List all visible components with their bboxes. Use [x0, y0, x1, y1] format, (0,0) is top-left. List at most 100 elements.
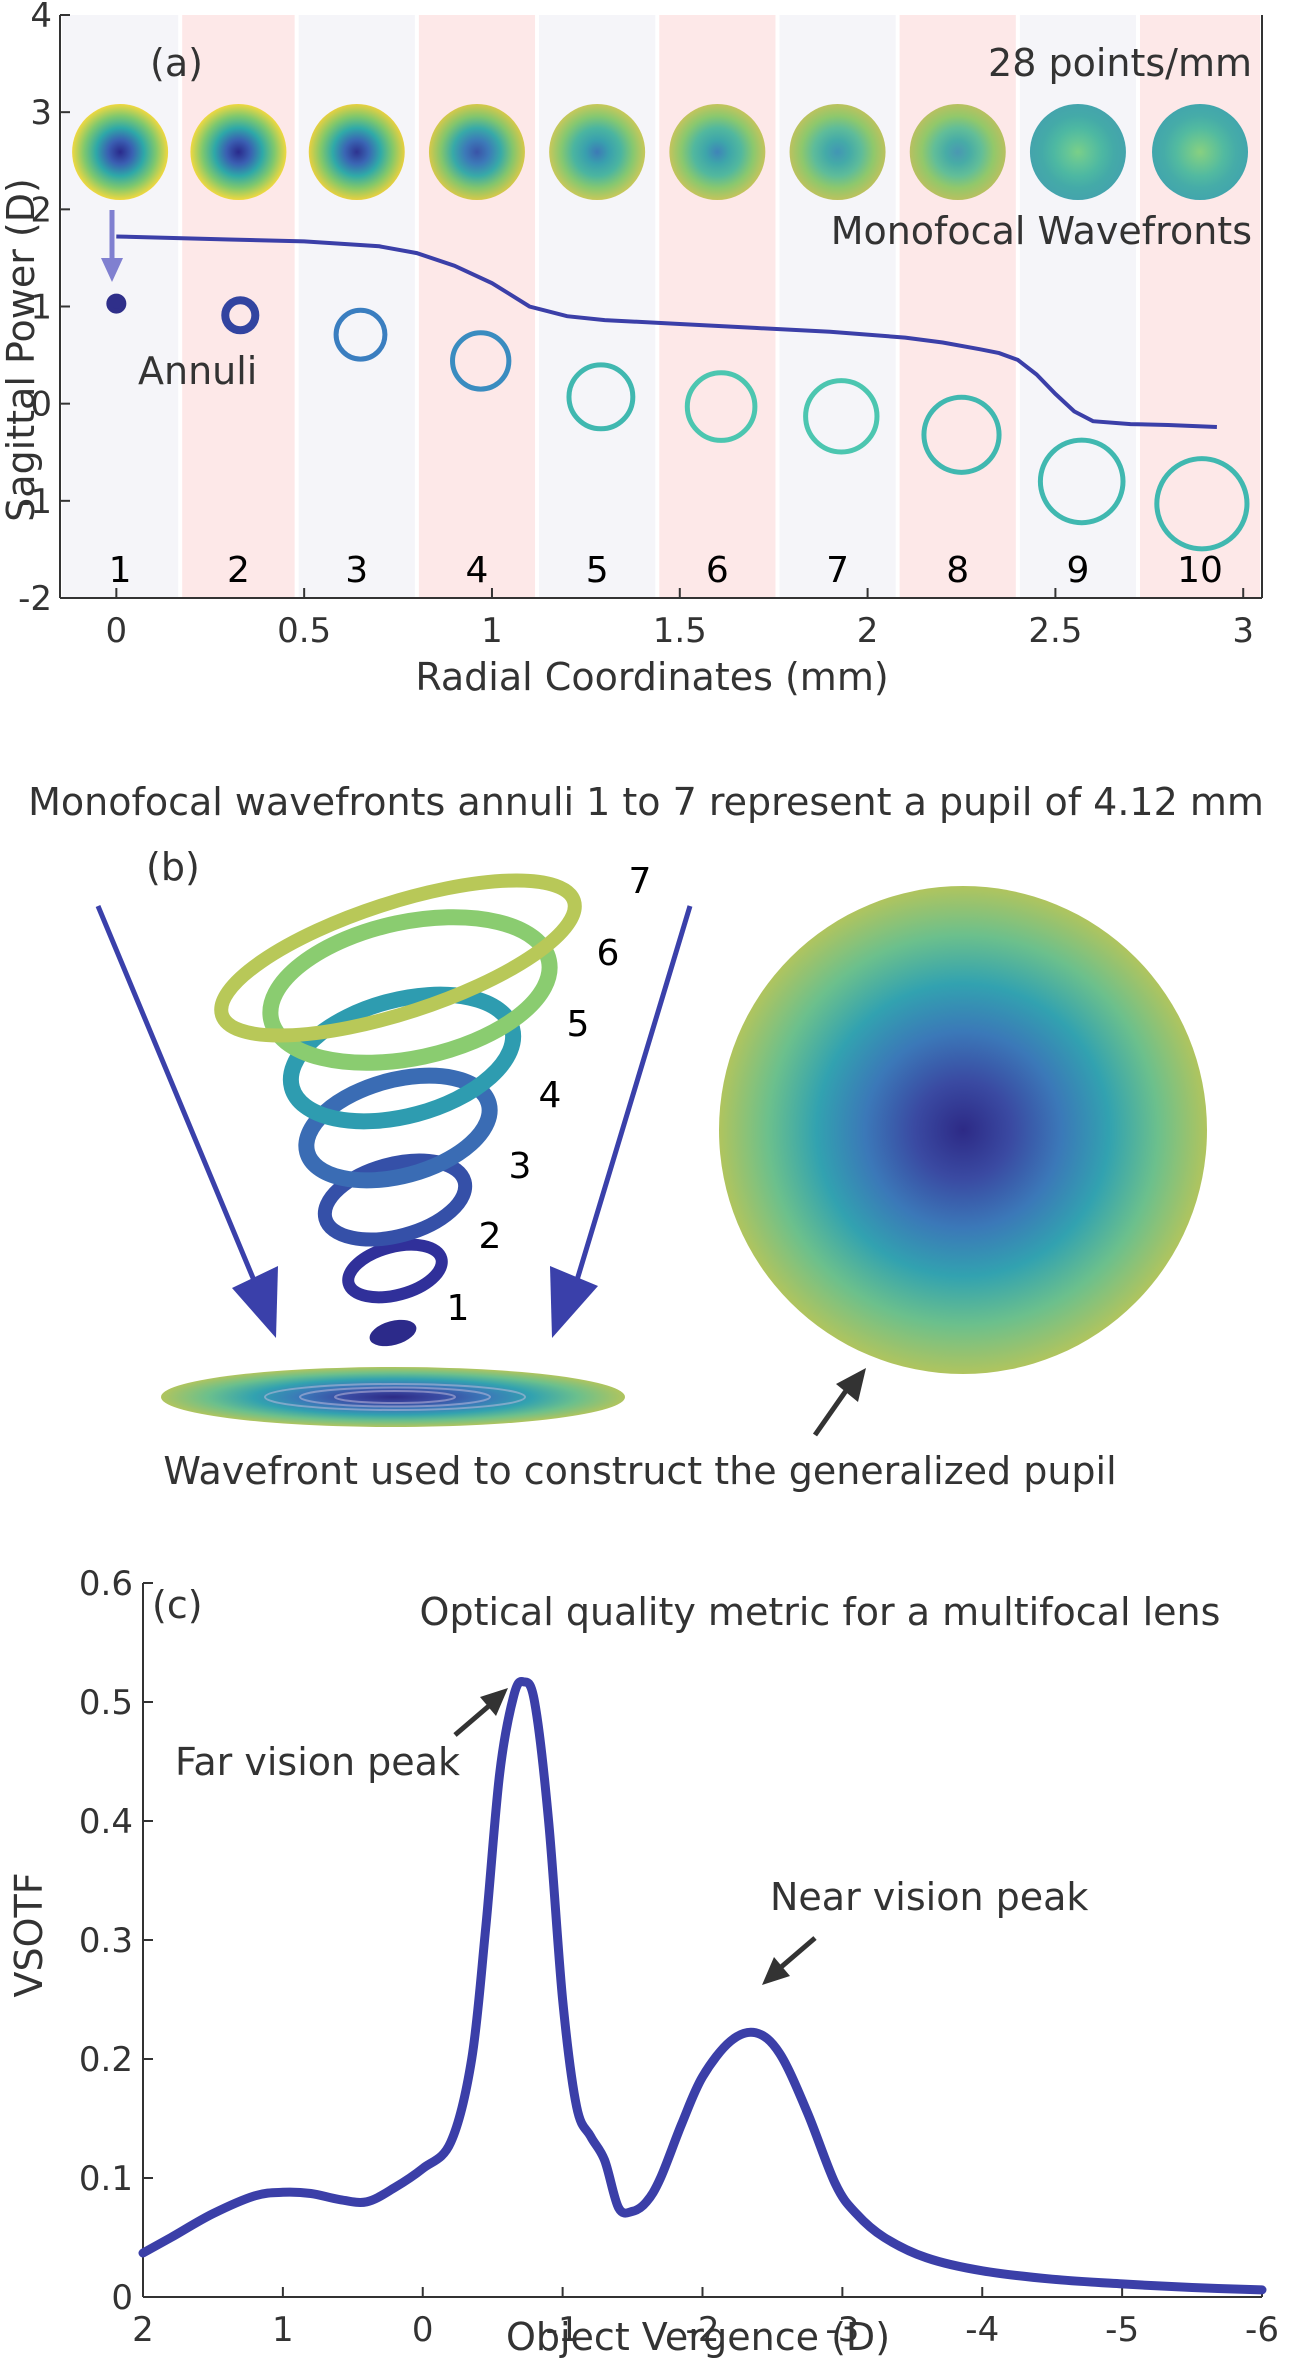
band-4: [418, 15, 536, 598]
panel-b-heading: Monofocal wavefronts annuli 1 to 7 repre…: [28, 780, 1264, 824]
wavefront-disc-5: [549, 104, 646, 200]
band-8: [899, 15, 1016, 598]
annulus-4: [450, 330, 512, 392]
annulus-9: [1037, 437, 1126, 526]
x-tick-label: -5: [1105, 2310, 1139, 2350]
wavefront-disc-8: [909, 104, 1006, 200]
base-wavefront-disc: [161, 1367, 625, 1427]
panel-a-label: (a): [150, 41, 203, 85]
wavefront-rings: [214, 873, 582, 1347]
wavefront-disc-9: [1029, 104, 1126, 200]
wavefronts-label: Monofocal Wavefronts: [831, 209, 1252, 253]
y-tick-label: 0.5: [79, 1683, 133, 1723]
wavefront-disc-7: [789, 104, 886, 200]
base-ellipse: [161, 1367, 625, 1427]
wavefront-disc-10: [1152, 104, 1249, 200]
annulus-2: [221, 296, 260, 335]
wavefront-disc-6: [669, 104, 766, 200]
base-contour: [299, 1386, 491, 1408]
resolution-text: 28 points/mm: [988, 41, 1252, 85]
annulus-5: [566, 362, 636, 432]
ring-number-4: 4: [539, 1075, 562, 1116]
x-tick-label: 2: [132, 2310, 154, 2350]
panel-c-label: (c): [152, 1583, 203, 1627]
base-contour: [264, 1383, 526, 1411]
x-tick-label: 1: [481, 611, 503, 651]
y-tick-label: 0.2: [79, 2040, 133, 2080]
annulus-7: [803, 378, 880, 455]
x-tick-label: -4: [965, 2310, 999, 2350]
band-number-4: 4: [465, 550, 488, 591]
down-arrow-icon: [101, 210, 123, 282]
x-tick-label: 2.5: [1028, 611, 1082, 651]
x-tick-label: -1: [546, 2310, 580, 2350]
band-number-9: 9: [1066, 550, 1089, 591]
right-arrow-shaft: [571, 905, 693, 1291]
panel-b-arrows: [95, 905, 693, 1338]
ring-number-7: 7: [629, 861, 652, 902]
x-tick-label: 0: [106, 611, 128, 651]
ring-number-1: 1: [447, 1288, 470, 1329]
band-number-3: 3: [345, 550, 368, 591]
wavefront-ring-7: [214, 873, 582, 1043]
annulus-1: [106, 293, 127, 314]
y-tick-label: 0: [111, 2278, 133, 2318]
ring-number-2: 2: [479, 1216, 502, 1257]
y-tick-label: 4: [30, 0, 52, 36]
annulus-10: [1154, 456, 1250, 552]
ring-number-5: 5: [567, 1004, 590, 1045]
panel-a-annuli: [106, 293, 1250, 552]
wavefront-ring-1: [369, 1319, 417, 1347]
band-2: [182, 15, 295, 598]
y-tick-label: 0.3: [79, 1921, 133, 1961]
y-tick-label: 2: [30, 190, 52, 230]
band-number-8: 8: [946, 550, 969, 591]
annuli-label: Annuli: [138, 349, 257, 393]
left-arrow-shaft: [95, 905, 261, 1291]
panel-a-line-series: [116, 234, 1217, 429]
panel-a-ylabel: Sagittal Power (D): [0, 178, 43, 522]
y-tick-label: 0.4: [79, 1802, 133, 1842]
panel-a-wavefronts: [72, 104, 1249, 200]
wavefront-ring-2: [342, 1238, 448, 1304]
wavefront-ring-4: [298, 1067, 498, 1189]
x-tick-label: -2: [686, 2310, 720, 2350]
y-tick-label: -1: [18, 482, 52, 522]
right-arrow-head-icon: [550, 1266, 598, 1338]
generalized-pupil: [719, 886, 1207, 1374]
x-tick-label: 1: [272, 2310, 294, 2350]
pupil-pointer-arrow-icon: [812, 1368, 866, 1437]
left-arrow-head-icon: [232, 1266, 278, 1338]
wavefront-ring-3: [317, 1153, 473, 1247]
panel-a-bands: [62, 15, 1260, 598]
band-5: [539, 15, 656, 598]
panel-b-label: (b): [146, 845, 200, 889]
y-tick-label: 1: [30, 288, 52, 328]
x-tick-label: -6: [1245, 2310, 1279, 2350]
band-number-6: 6: [706, 550, 729, 591]
annulus-3: [333, 307, 388, 362]
base-contour: [334, 1390, 456, 1404]
annulus-8: [921, 394, 1002, 475]
y-tick-label: 0: [30, 385, 52, 425]
panel-c-line-series: [138, 1676, 1267, 2295]
wavefront-disc-4: [428, 104, 525, 200]
far-vision-label: Far vision peak: [175, 1740, 460, 1784]
band-number-5: 5: [586, 550, 609, 591]
pupil-disc: [719, 886, 1207, 1374]
x-tick-label: 0.5: [277, 611, 331, 651]
band-7: [779, 15, 896, 598]
wavefront-disc-1: [72, 104, 169, 200]
panel-b-caption: Wavefront used to construct the generali…: [163, 1449, 1116, 1493]
wavefront-disc-2: [190, 104, 287, 200]
ring-number-6: 6: [597, 933, 620, 974]
panel-a-xlabel: Radial Coordinates (mm): [415, 655, 888, 699]
band-3: [298, 15, 415, 598]
sagittal-power-line: [116, 234, 1217, 429]
